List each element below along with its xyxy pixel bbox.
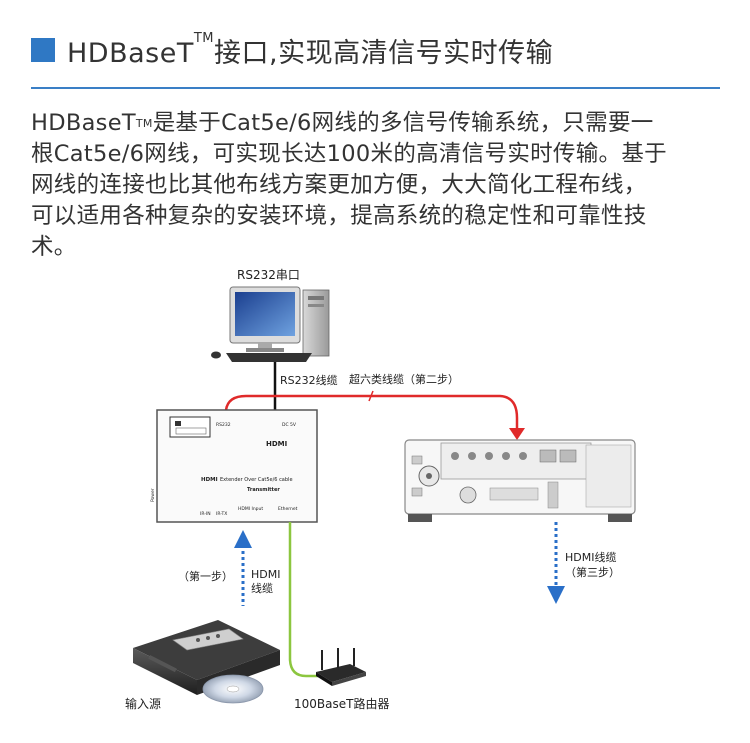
section-header: HDBaseTTM接口,实现高清信号实时传输 [31,31,553,70]
hdmi-cable-left-label-a: HDMI [251,568,280,581]
cat6-cable-line [224,394,519,430]
ethernet-cable-line [288,522,318,678]
hdmi-input-arrow-head [234,530,252,548]
transmitter-port-ir: IR-IN [200,511,211,517]
router-icon [316,648,366,686]
hdmi-cable-left-label-b: 线缆 [251,581,273,595]
transmitter-sub-b: Extender Over Cat5e/6 cable [220,477,293,483]
desc-hdbaset: HDBaseT [31,110,136,136]
title-main: HDBaseT [67,37,194,69]
transmitter-brand: HDMI [266,440,287,448]
desc-line-1-text: 是基于Cat5e/6网线的多信号传输系统，只需要一 [152,110,654,136]
computer-icon [211,286,330,362]
hdmi-cable-right-label-a: HDMI线缆 [565,550,616,564]
desc-trademark: TM [135,117,153,130]
desc-line-4: 可以适用各种复杂的安装环境，提高系统的稳定性和可靠性技 [31,203,647,229]
page-title: HDBaseTTM接口,实现高清信号实时传输 [67,31,553,70]
input-source-label: 输入源 [125,696,161,711]
title-trademark: TM [193,30,215,46]
cat6-cable-label: 超六类线缆（第二步） [349,372,459,386]
rs232-cable-label: RS232线缆 [280,373,338,387]
projector-icon [404,439,636,522]
transmitter-side-label: Power [150,488,156,502]
cable-break-mark [368,390,374,402]
transmitter-device: RS232 DC 5V HDMI HDMI Extender Over Cat5… [150,409,318,523]
transmitter-port-hdmi: HDMI Input [238,506,263,512]
hdmi-cable-right-label-b: （第三步） [565,565,620,579]
step1-label: （第一步） [178,569,233,583]
hdmi-output-arrow-head [547,586,565,604]
title-rest: 接口,实现高清信号实时传输 [214,37,554,69]
router-label: 100BaseT路由器 [294,696,389,711]
transmitter-port-ir2: IR-TX [216,511,227,517]
desc-line-5: 术。 [31,234,77,260]
transmitter-name: Transmitter [247,487,280,493]
desc-line-3: 网线的连接也比其他布线方案更加方便，大大简化工程布线， [31,172,647,198]
transmitter-port-eth: Ethernet [278,506,298,512]
dvd-player-icon [133,620,280,704]
rs232-port-label: RS232串口 [237,268,300,282]
description-paragraph: HDBaseTTM是基于Cat5e/6网线的多信号传输系统，只需要一 根Cat5… [31,108,721,263]
desc-line-2: 根Cat5e/6网线，可实现长达100米的高清信号实时传输。基于 [31,141,667,167]
header-square-icon [31,38,55,62]
transmitter-top-dc: DC 5V [282,422,297,428]
cat6-arrow-head [509,428,525,440]
transmitter-top-rs232: RS232 [216,422,231,428]
transmitter-sub-a: HDMI [201,477,218,483]
desc-line-1: HDBaseTTM是基于Cat5e/6网线的多信号传输系统，只需要一 [31,108,721,139]
header-divider [31,87,720,89]
